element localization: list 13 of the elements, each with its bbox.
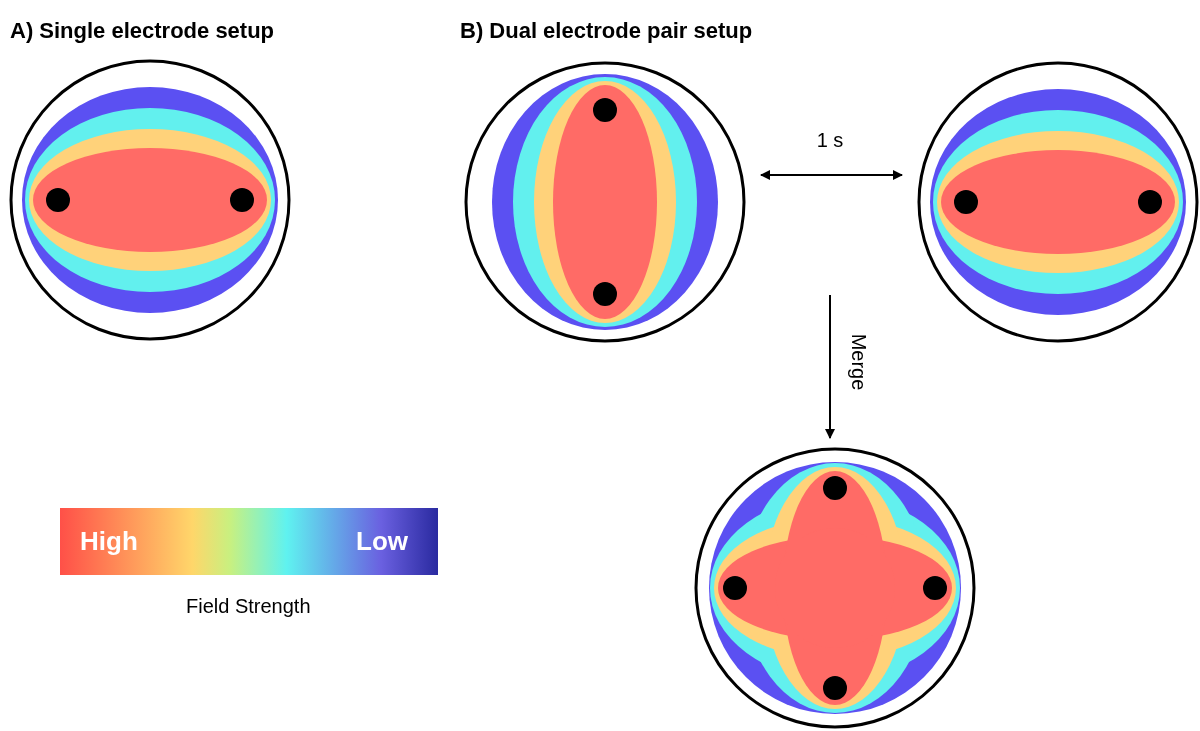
scale-end-label: High — [80, 526, 138, 557]
scale-caption: Field Strength — [186, 595, 311, 618]
panel-heading: B) Dual electrode pair setup — [460, 18, 753, 44]
arrow — [760, 170, 903, 180]
electrode-field-drawing — [463, 60, 747, 344]
scale-end-label: Low — [356, 526, 408, 557]
arrow — [825, 294, 835, 440]
edge-label: 1 s — [816, 128, 844, 152]
electrode-field-drawing — [693, 446, 977, 730]
edge-label: Merge — [846, 333, 870, 391]
electrode-field-drawing — [916, 60, 1200, 344]
electrode-field-drawing — [8, 58, 292, 342]
panel-heading: A) Single electrode setup — [10, 18, 275, 44]
